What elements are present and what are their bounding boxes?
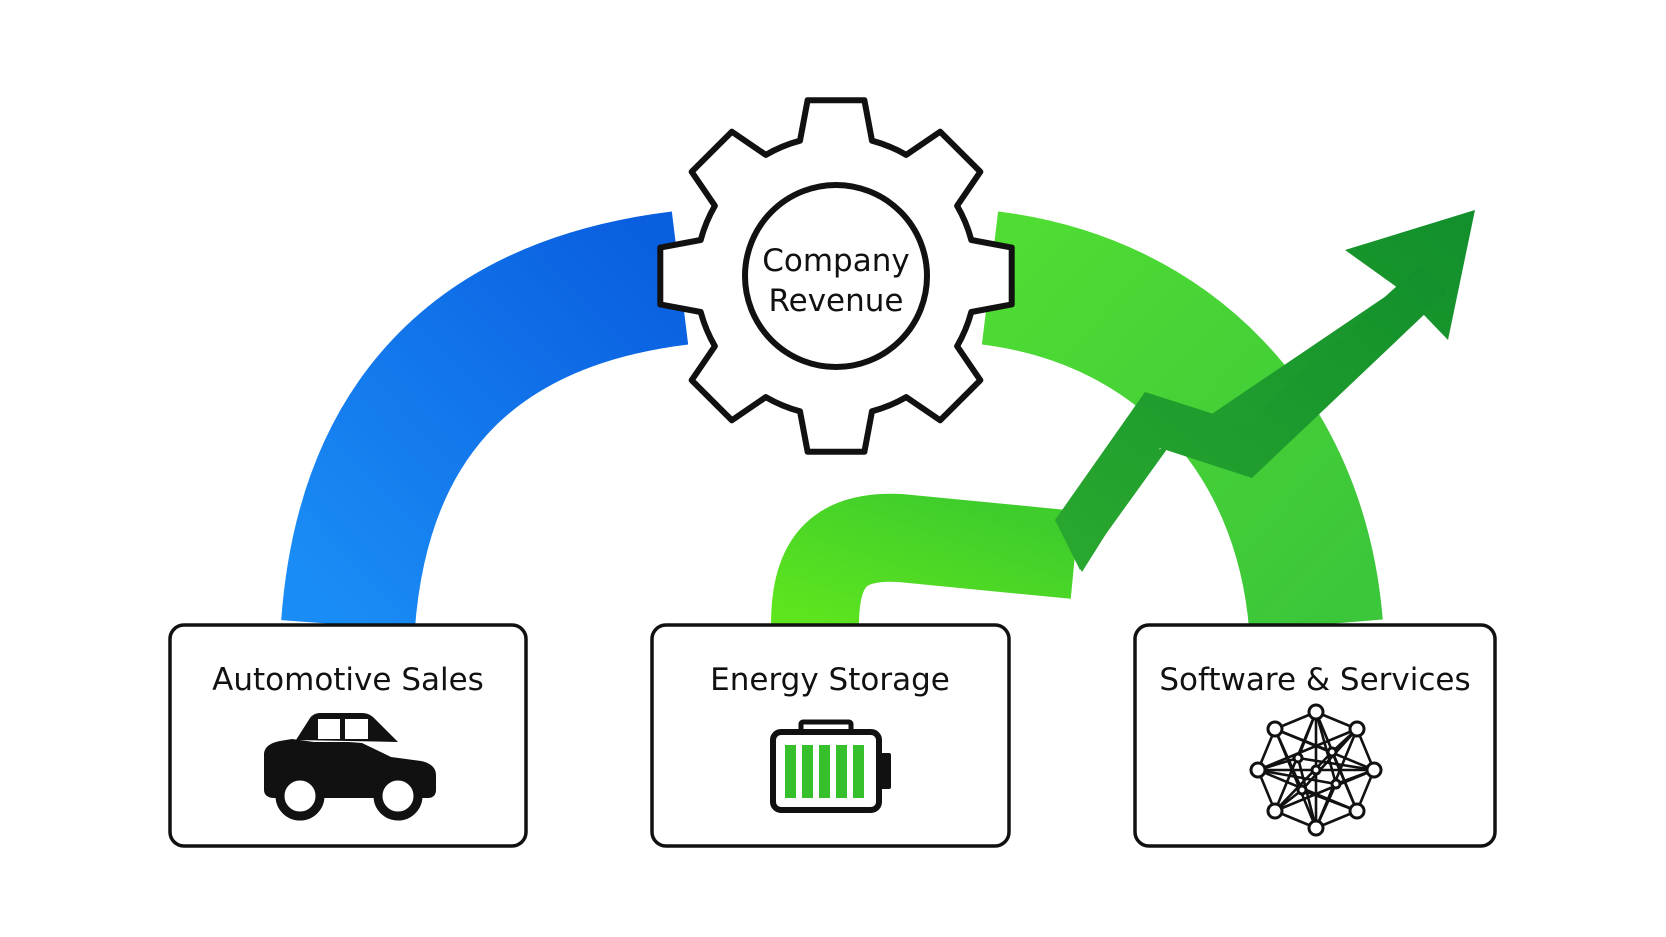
- network-node: [1249, 761, 1267, 779]
- car-icon: [264, 713, 436, 821]
- network-link: [1301, 788, 1358, 813]
- hub-label-line2: Revenue: [768, 283, 903, 319]
- network-node: [1307, 703, 1325, 721]
- network-node: [1365, 761, 1383, 779]
- network-link: [1301, 728, 1358, 791]
- network-node: [1296, 784, 1308, 796]
- network-icon: [1249, 703, 1383, 837]
- network-node: [1292, 752, 1304, 764]
- software-flow-band: [980, 211, 1383, 632]
- network-link: [1314, 711, 1338, 785]
- automotive-sales-label: Automotive Sales: [212, 662, 484, 698]
- hub-label-line1: Company: [762, 243, 909, 279]
- network-node: [1266, 720, 1284, 738]
- automotive-sales-box: Automotive Sales: [168, 623, 528, 848]
- network-link: [1274, 727, 1333, 754]
- growth-arrow-body: [1055, 265, 1448, 572]
- growth-arrow-icon: [1055, 210, 1475, 570]
- network-node: [1348, 720, 1366, 738]
- energy-storage-box: Energy Storage: [650, 623, 1011, 848]
- automotive-flow-band: [281, 211, 690, 631]
- network-node: [1307, 819, 1325, 837]
- network-node: [1330, 778, 1342, 790]
- energy-flow-band: [771, 493, 1080, 627]
- network-node: [1310, 764, 1322, 776]
- network-node: [1348, 802, 1366, 820]
- battery-icon: [770, 719, 891, 813]
- network-node: [1326, 746, 1338, 758]
- software-services-box: Software & Services: [1133, 623, 1497, 848]
- network-node: [1266, 802, 1284, 820]
- network-link: [1273, 728, 1304, 791]
- energy-storage-label: Energy Storage: [710, 662, 950, 698]
- network-link: [1257, 727, 1358, 772]
- network-link: [1274, 751, 1333, 812]
- gear-icon: [657, 97, 1015, 455]
- software-services-label: Software & Services: [1159, 662, 1470, 698]
